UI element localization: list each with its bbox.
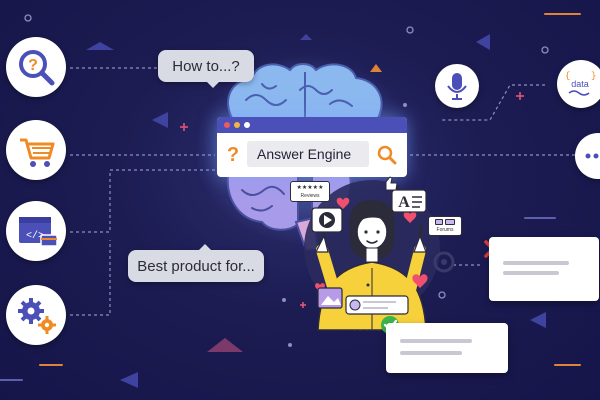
question-mark-icon: ? — [227, 144, 239, 166]
chat-dots-icon — [585, 153, 599, 159]
answer-engine-window: ? Answer Engine — [217, 117, 407, 177]
decorative-plus-signs — [180, 92, 524, 308]
svg-text:?: ? — [28, 57, 38, 74]
accepted-answer-card[interactable] — [386, 323, 508, 373]
how-to-bubble: How to...? — [158, 50, 254, 88]
window-maximize-dot[interactable] — [244, 122, 250, 128]
reviews-label: Reviews — [300, 193, 320, 199]
gears-icon — [18, 298, 56, 334]
comment-card — [345, 295, 409, 315]
decorative-triangles — [86, 34, 546, 388]
microphone-circle[interactable] — [435, 64, 479, 108]
microphone-icon — [447, 73, 467, 100]
forums-label: Forums — [436, 227, 454, 233]
small-gear-icon — [433, 251, 455, 273]
search-question-icon: ? — [19, 50, 55, 86]
chat-circle[interactable] — [575, 133, 600, 179]
how-to-text: How to...? — [172, 57, 240, 75]
window-close-dot[interactable] — [224, 122, 230, 128]
best-product-bubble: Best product for... — [128, 244, 264, 282]
search-input-text: Answer Engine — [257, 146, 352, 162]
data-label: data — [571, 79, 589, 89]
svg-text:A: A — [398, 194, 410, 211]
reviews-stars: ★★★★★ — [296, 185, 324, 191]
reviews-tag: ★★★★★ Reviews — [290, 181, 330, 202]
shopping-cart-circle[interactable] — [6, 120, 66, 180]
svg-text:}: } — [591, 71, 596, 81]
play-icon — [324, 215, 332, 225]
code-window-circle[interactable]: </> — [6, 201, 66, 261]
window-title-bar — [217, 117, 407, 133]
decorative-dashes — [39, 13, 581, 366]
data-icon: { } data — [565, 71, 596, 96]
thumbs-up-icon — [385, 176, 398, 191]
svg-text:?: ? — [227, 144, 239, 166]
answer-engine-search-input[interactable]: Answer Engine — [247, 141, 369, 167]
shopping-cart-icon — [20, 138, 55, 167]
best-product-text: Best product for... — [137, 257, 255, 275]
forums-tag: Forums — [428, 216, 462, 236]
rejected-answer-card[interactable] — [489, 237, 599, 301]
gears-circle[interactable] — [6, 285, 66, 345]
svg-text:{: { — [565, 71, 570, 81]
search-question-circle[interactable]: ? — [6, 37, 66, 97]
code-window-icon: </> — [19, 217, 58, 247]
svg-text:</>: </> — [26, 230, 44, 242]
data-circle[interactable]: { } data — [557, 60, 600, 108]
window-minimize-dot[interactable] — [234, 122, 240, 128]
search-magnifier-icon[interactable] — [375, 143, 399, 167]
